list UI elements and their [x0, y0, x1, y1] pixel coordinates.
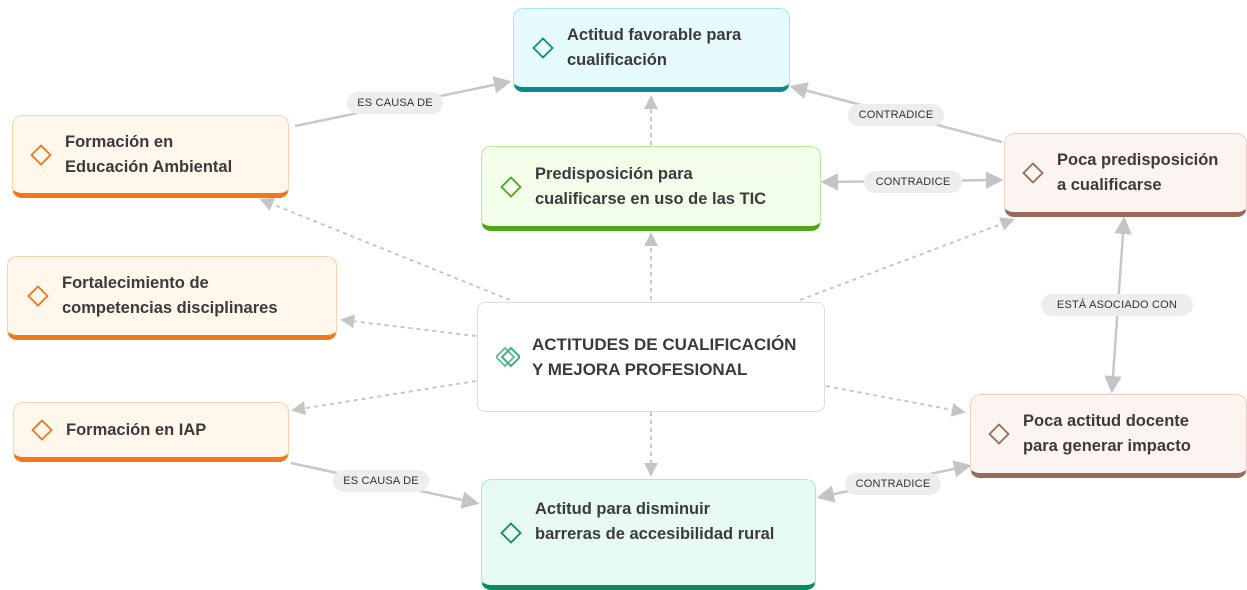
diamond-icon: [30, 143, 52, 166]
diamond-icon: [1022, 162, 1044, 184]
link-center-to-poca-predisposicion: [799, 217, 1015, 301]
diamond-icon: [532, 37, 554, 59]
double-diamond-icon: [496, 346, 520, 368]
relation-tag-contradice-top: CONTRADICE: [848, 104, 944, 126]
relation-tag-es-causa-de-top: ES CAUSA DE: [347, 92, 443, 114]
relation-tag-esta-asociado-con: ESTÁ ASOCIADO CON: [1041, 294, 1193, 316]
relation-tag-es-causa-de-bottom: ES CAUSA DE: [333, 470, 429, 492]
link-center-to-formacion-iap: [291, 380, 477, 416]
diamond-icon: [988, 423, 1010, 445]
relation-tag-contradice-middle: CONTRADICE: [864, 171, 962, 193]
node-label: Formación en IAP: [66, 420, 207, 439]
diamond-icon: [31, 419, 53, 441]
link-center-to-fortalecimiento: [340, 314, 477, 337]
diamond-icon: [27, 285, 49, 307]
relation-tag-contradice-bottom: CONTRADICE: [845, 473, 941, 495]
diamond-icon: [500, 175, 522, 198]
diamond-icon: [500, 521, 522, 544]
node-formacion-iap[interactable]: Formación en IAP: [13, 402, 289, 462]
link-center-to-poca-actitud: [825, 385, 966, 417]
